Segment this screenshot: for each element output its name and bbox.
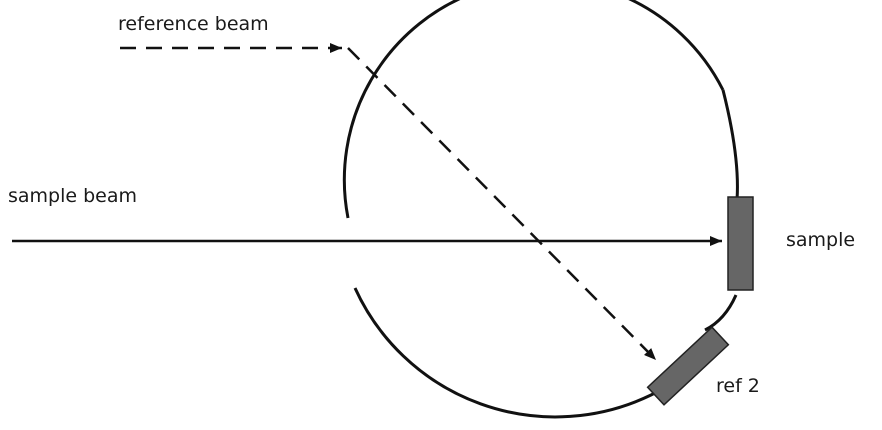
- sphere-lower-arc: [353, 287, 656, 419]
- sample-beam-label: sample beam: [8, 185, 137, 207]
- sphere-upper-arc: [342, 0, 725, 219]
- ref2-patch: [646, 326, 730, 406]
- reference-beam-diagonal: [347, 47, 657, 361]
- reference-beam-label: reference beam: [118, 13, 269, 35]
- sphere-right-arc: [721, 89, 739, 211]
- sphere-right-lower-arc: [704, 294, 738, 332]
- ref2-label: ref 2: [716, 375, 760, 397]
- sample-label: sample: [786, 229, 855, 251]
- sample-patch: [727, 196, 754, 291]
